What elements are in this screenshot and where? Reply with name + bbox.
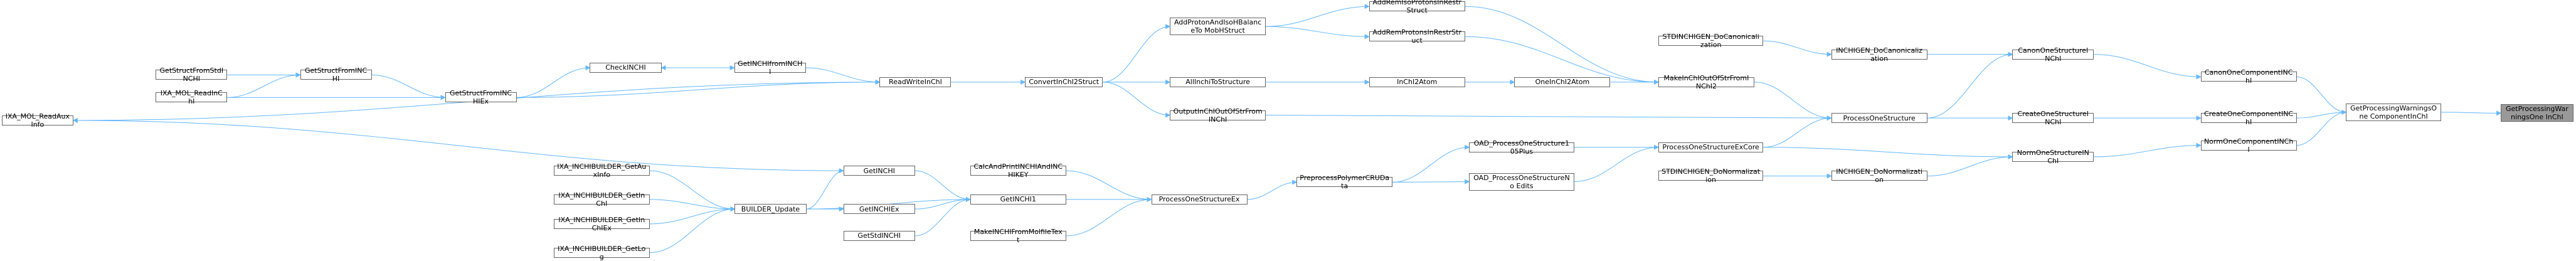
edge-stdinchigen-docanonicalization-to-inchigen-docanonicalization: [1763, 40, 1832, 57]
graph-node-convertinchi2struct[interactable]: ConvertInChI2Struct: [1025, 77, 1103, 87]
graph-node-getinchi[interactable]: GetINCHI: [843, 166, 915, 176]
graph-node-getstructfrominchiex[interactable]: GetStructFromINCHIEx: [445, 89, 517, 105]
edge-calcandprintinchiandinchikey-to-processonestructureex: [1066, 170, 1152, 202]
graph-node-stdinchigen-docanonicalization[interactable]: STDINCHIGEN_DoCanonicalization: [1658, 33, 1764, 49]
edge-builder-update-to-getinchi: [806, 168, 844, 210]
edge-normonecomponentinchi-to-getprocessingwarningsonecomponentinchi: [2296, 109, 2347, 146]
edge-createonecomponentinchi-to-getprocessingwarningsonecomponentinchi: [2296, 109, 2347, 119]
edge-getinchi-to-ixa-mol-readauxinfo: [72, 117, 844, 171]
graph-node-getinchiex[interactable]: GetINCHIEx: [843, 204, 915, 215]
graph-node-canononestructureinchi[interactable]: CanonOneStructureINChI: [2012, 46, 2094, 63]
edge-outputinchioutofstrfrominchi-to-processonestructure: [1266, 115, 1832, 121]
graph-node-getinchi1[interactable]: GetINCHI1: [970, 194, 1066, 205]
graph-node-addprotonandisohbalancetomobhstruct[interactable]: AddProtonAndIsoHBalanceTo MobHStruct: [1170, 18, 1266, 36]
graph-node-outputinchioutofstrfrominchi[interactable]: OutputInChIOutOfStrFromINChI: [1170, 107, 1266, 124]
graph-node-getstructfrominchi[interactable]: GetStructFromINCHI: [300, 67, 372, 83]
graph-node-getprocessingwarningsonecomponentinchi[interactable]: GetProcessingWarningsOne ComponentInChI: [2346, 103, 2441, 121]
graph-node-allinchitostructure[interactable]: AllInchiToStructure: [1170, 77, 1266, 87]
edge-getstdinchi-to-getinchi1: [914, 196, 971, 237]
graph-node-ixa-inchibuilder-getinchi[interactable]: IXA_INCHIBUILDER_GetInChI: [553, 191, 650, 208]
edge-processonestructureexcore-to-processonestructure: [1763, 115, 1832, 148]
graph-node-oneinchi2atom[interactable]: OneInChI2Atom: [1514, 77, 1611, 87]
graph-node-getinchifrominchi[interactable]: GetINCHIfromINCHI: [734, 60, 806, 76]
edge-addprotonandisohbalancetomobhstruct-to-addremprotonsinrestrstruct: [1266, 26, 1370, 40]
graph-node-processonestructureex[interactable]: ProcessOneStructureEx: [1151, 194, 1248, 205]
edge-normonestructureinchi-to-normonecomponentinchi: [2094, 142, 2202, 157]
edge-convertinchi2struct-to-addprotonandisohbalancetomobhstruct: [1103, 24, 1171, 83]
edge-addremprotonsinrestrstruct-to-makeinchioutofstrfrominchi2: [1465, 36, 1659, 85]
edge-ixa-inchibuilder-getinchiex-to-builder-update: [649, 206, 736, 225]
edge-canononecomponentinchi-to-getprocessingwarningsonecomponentinchi: [2296, 76, 2347, 115]
edge-ixa-mol-readinchi-to-getstructfrominchi: [227, 72, 301, 98]
edge-makeinchifrommolfiletext-to-processonestructureex: [1066, 196, 1152, 237]
edge-preprocesspolymercrudata-to-oad-processonestructure105plus: [1392, 144, 1470, 183]
graph-node-makeinchioutofstrfrominchi2[interactable]: MakeInChIOutOfStrFromINChI2: [1658, 74, 1754, 90]
graph-node-processonestructure[interactable]: ProcessOneStructure: [1831, 113, 1927, 124]
graph-node-inchigen-docanonicalization[interactable]: INCHIGEN_DoCanonicalization: [1831, 46, 1927, 63]
graph-node-readwriteinchi[interactable]: ReadWriteInChI: [879, 77, 951, 87]
graph-node-getprocessingwarningsoneinchi[interactable]: GetProcessingWarningsOne InChI: [2501, 104, 2573, 122]
graph-node-builder-update[interactable]: BUILDER_Update: [734, 204, 807, 215]
edge-getstructfrominchiex-to-checkinchi: [516, 65, 591, 98]
graph-node-ixa-mol-readinchi[interactable]: IXA_MOL_ReadInChI: [156, 89, 228, 105]
graph-node-ixa-inchibuilder-getinchiex[interactable]: IXA_INCHIBUILDER_GetInChIEx: [553, 216, 650, 232]
edge-getinchifrominchi-to-readwriteinchi: [805, 67, 881, 85]
edge-preprocesspolymercrudata-to-oad-processonestructurenoedits: [1392, 179, 1470, 184]
edge-processonestructureex-to-preprocesspolymercrudata: [1247, 179, 1298, 200]
graph-node-normonecomponentinchi[interactable]: NormOneComponentINChI: [2200, 137, 2297, 154]
graph-node-inchi2atom[interactable]: InChI2Atom: [1369, 77, 1465, 87]
edge-convertinchi2struct-to-outputinchioutofstrfrominchi: [1103, 82, 1171, 118]
edge-ixa-inchibuilder-getinchi-to-builder-update: [649, 199, 736, 212]
graph-node-addremisoprotonsinrestrstruct[interactable]: AddRemIsoProtonsInRestrStruct: [1369, 0, 1465, 14]
graph-node-getstdinchi[interactable]: GetStdINCHI: [843, 230, 915, 241]
graph-node-createonecomponentinchi[interactable]: CreateOneComponentINChI: [2200, 110, 2297, 126]
edge-getstructfrominchi-to-getstructfrominchiex: [371, 74, 446, 100]
graph-node-normonestructureinchi[interactable]: NormOneStructureINChI: [2012, 149, 2094, 165]
graph-node-ixa-inchibuilder-getlog[interactable]: IXA_INCHIBUILDER_GetLog: [553, 245, 650, 261]
graph-node-ixa-inchibuilder-getauxinfo[interactable]: IXA_INCHIBUILDER_GetAuxInfo: [553, 162, 650, 179]
graph-node-makeinchifrommolfiletext[interactable]: MakeINCHIFromMolfileText: [970, 228, 1066, 244]
graph-node-ixa-mol-readauxinfo[interactable]: IXA_MOL_ReadAuxInfo: [1, 112, 73, 129]
edge-ixa-inchibuilder-getlog-to-builder-update: [649, 206, 736, 253]
graph-node-oad-processonestructurenoedits[interactable]: OAD_ProcessOneStructureNo Edits: [1469, 173, 1574, 191]
edge-makeinchioutofstrfrominchi2-to-processonestructure: [1754, 82, 1832, 121]
edge-ixa-inchibuilder-getauxinfo-to-builder-update: [649, 170, 736, 212]
graph-node-preprocesspolymercrudata[interactable]: PreprocessPolymerCRUData: [1296, 174, 1393, 190]
edge-addremisoprotonsinrestrstruct-to-makeinchioutofstrfrominchi2: [1465, 6, 1659, 85]
graph-node-checkinchi[interactable]: CheckINCHI: [590, 62, 662, 73]
edge-processonestructure-to-canononestructureinchi: [1927, 51, 2013, 119]
edge-oad-processonestructurenoedits-to-processonestructureexcore: [1574, 144, 1659, 183]
edge-getstructfrominchiex-to-readwriteinchi: [516, 79, 881, 98]
edge-getinchi-to-getinchi1: [914, 170, 971, 202]
edge-getprocessingwarningsonecomponentinchi-to-getprocessingwarningsoneinchi: [2441, 110, 2502, 116]
edge-processonestructureexcore-to-normonestructureinchi: [1763, 147, 2013, 159]
graph-node-createonestructureinchi[interactable]: CreateOneStructureINChI: [2012, 110, 2094, 126]
edge-inchigen-donormalization-to-normonestructureinchi: [1927, 154, 2013, 176]
graph-node-processonestructureexcore[interactable]: ProcessOneStructureExCore: [1658, 142, 1764, 152]
edge-canononestructureinchi-to-canononecomponentinchi: [2094, 54, 2202, 80]
edge-addprotonandisohbalancetomobhstruct-to-addremisoprotonsinrestrstruct: [1266, 4, 1370, 27]
graph-node-stdinchigen-donormalization[interactable]: STDINCHIGEN_DoNormalization: [1658, 168, 1764, 184]
graph-node-oad-processonestructure105plus[interactable]: OAD_ProcessOneStructure105Plus: [1469, 139, 1574, 156]
graph-node-inchigen-donormalization[interactable]: INCHIGEN_DoNormalization: [1831, 168, 1927, 184]
graph-node-calcandprintinchiandinchikey[interactable]: CalcAndPrintINCHIAndINCHIKEY: [970, 162, 1066, 179]
graph-node-canononecomponentinchi[interactable]: CanonOneComponentINChI: [2200, 68, 2297, 85]
graph-node-getstructfromstdinchi[interactable]: GetStructFromStdINCHI: [156, 67, 228, 83]
graph-node-addremprotonsinrestrstruct[interactable]: AddRemProtonsInRestrStruct: [1369, 28, 1465, 45]
